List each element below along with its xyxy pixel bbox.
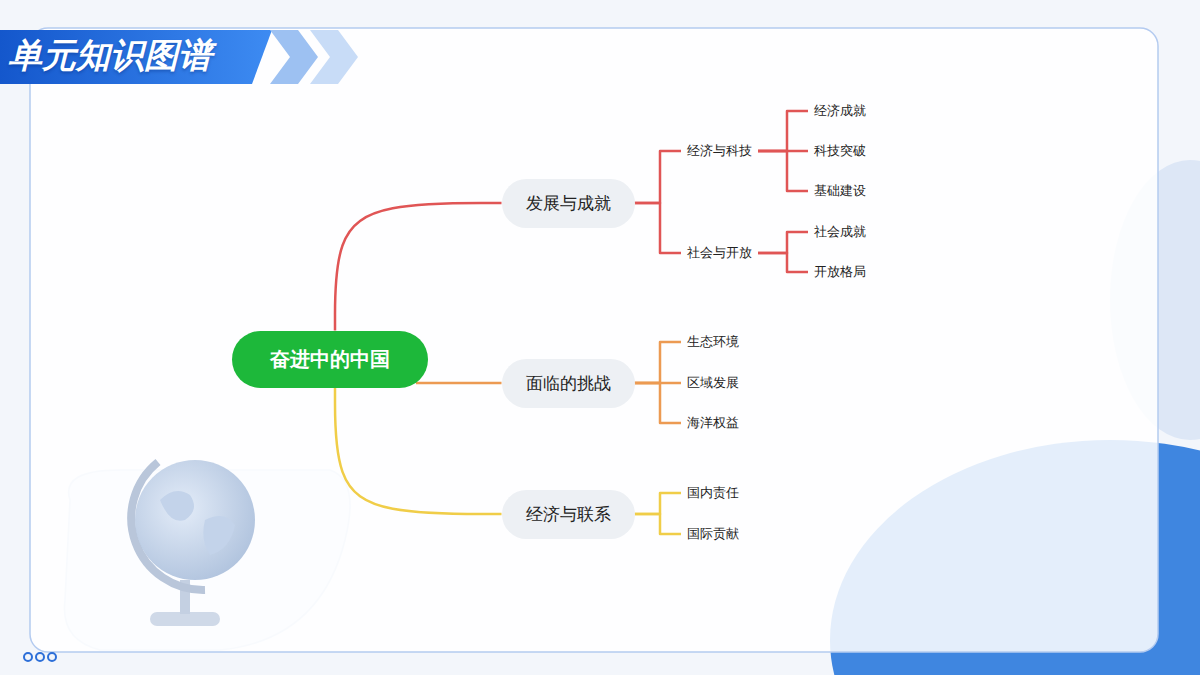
branch-connector <box>758 232 808 253</box>
dot <box>48 653 56 661</box>
node-label: 发展与成就 <box>526 192 611 215</box>
node-label: 国内责任 <box>687 484 739 502</box>
globe-land <box>160 491 235 555</box>
globe <box>131 460 255 626</box>
node-label: 社会成就 <box>814 223 866 241</box>
leaf-node: 社会与开放 <box>687 242 752 264</box>
chevron <box>310 30 358 84</box>
node-label: 奋进中的中国 <box>270 346 390 373</box>
branch-node: 发展与成就 <box>502 179 635 228</box>
branch-node: 经济与联系 <box>502 490 635 539</box>
node-label: 经济成就 <box>814 102 866 120</box>
branch-connector <box>635 203 682 253</box>
title-banner <box>0 30 272 84</box>
root-node: 奋进中的中国 <box>232 331 428 388</box>
leaf-node: 经济与科技 <box>687 140 752 162</box>
branch-connector <box>635 514 682 534</box>
branch-connector <box>635 342 682 383</box>
branch-connector <box>758 253 808 272</box>
node-label: 面临的挑战 <box>526 372 611 395</box>
branch-connector <box>635 151 682 203</box>
chevron <box>270 30 318 84</box>
branch-connector <box>416 382 502 385</box>
leaf-node: 经济成就 <box>814 100 866 122</box>
node-label: 区域发展 <box>687 374 739 392</box>
branch-connector <box>635 493 682 514</box>
leaf-node: 生态环境 <box>687 331 739 353</box>
node-label: 科技突破 <box>814 142 866 160</box>
leaf-node: 国内责任 <box>687 482 739 504</box>
globe-ball <box>135 460 255 580</box>
node-label: 开放格局 <box>814 263 866 281</box>
node-label: 基础建设 <box>814 182 866 200</box>
leaf-node: 基础建设 <box>814 180 866 202</box>
leaf-node: 区域发展 <box>687 372 739 394</box>
branch-node: 面临的挑战 <box>502 359 635 408</box>
branch-connector <box>758 111 808 151</box>
node-label: 国际贡献 <box>687 525 739 543</box>
leaf-node: 社会成就 <box>814 221 866 243</box>
node-label: 经济与联系 <box>526 503 611 526</box>
dot <box>36 653 44 661</box>
node-label: 海洋权益 <box>687 414 739 432</box>
node-label: 经济与科技 <box>687 142 752 160</box>
node-label: 生态环境 <box>687 333 739 351</box>
branch-connector <box>758 151 808 191</box>
leaf-node: 科技突破 <box>814 140 866 162</box>
leaf-node: 开放格局 <box>814 261 866 283</box>
leaf-node: 国际贡献 <box>687 523 739 545</box>
globe-base <box>150 612 220 626</box>
node-label: 社会与开放 <box>687 244 752 262</box>
branch-connector <box>335 203 502 331</box>
leaf-node: 海洋权益 <box>687 412 739 434</box>
page-title: 单元知识图谱 <box>8 33 212 79</box>
branch-connector <box>635 383 682 423</box>
dot <box>24 653 32 661</box>
branch-connector <box>335 388 502 515</box>
main-panel <box>30 28 1158 652</box>
